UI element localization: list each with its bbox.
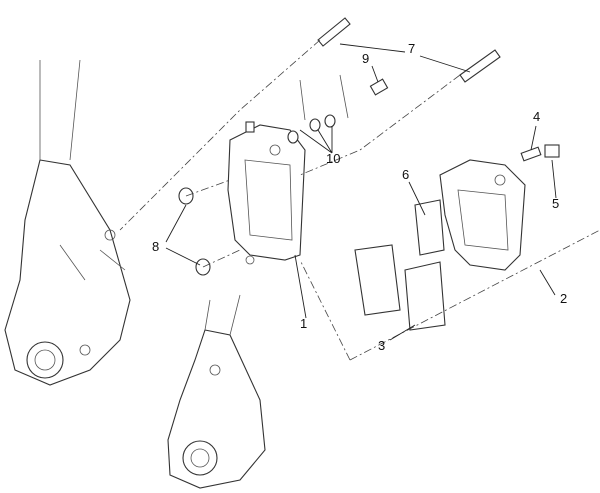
- label-1: 1: [300, 316, 307, 331]
- brake-pads: [354, 199, 446, 331]
- label-8: 9: [362, 51, 369, 66]
- assembly-lines: [119, 39, 600, 361]
- label-8: 8: [152, 239, 159, 254]
- label-4: 4: [533, 109, 540, 124]
- label-5: 5: [552, 196, 559, 211]
- brake-caliper-1: [227, 121, 306, 265]
- label-2: 2: [560, 291, 567, 306]
- fork-leg-right: [167, 294, 266, 489]
- label-10: 10: [326, 151, 340, 166]
- leader-lines: [165, 43, 557, 341]
- bolts: [299, 17, 560, 162]
- fork-leg-left: [4, 59, 131, 386]
- label-6: 6: [402, 167, 409, 182]
- label-3: 3: [378, 338, 385, 353]
- label-7: 7: [408, 41, 415, 56]
- brake-caliper-2: [439, 159, 526, 271]
